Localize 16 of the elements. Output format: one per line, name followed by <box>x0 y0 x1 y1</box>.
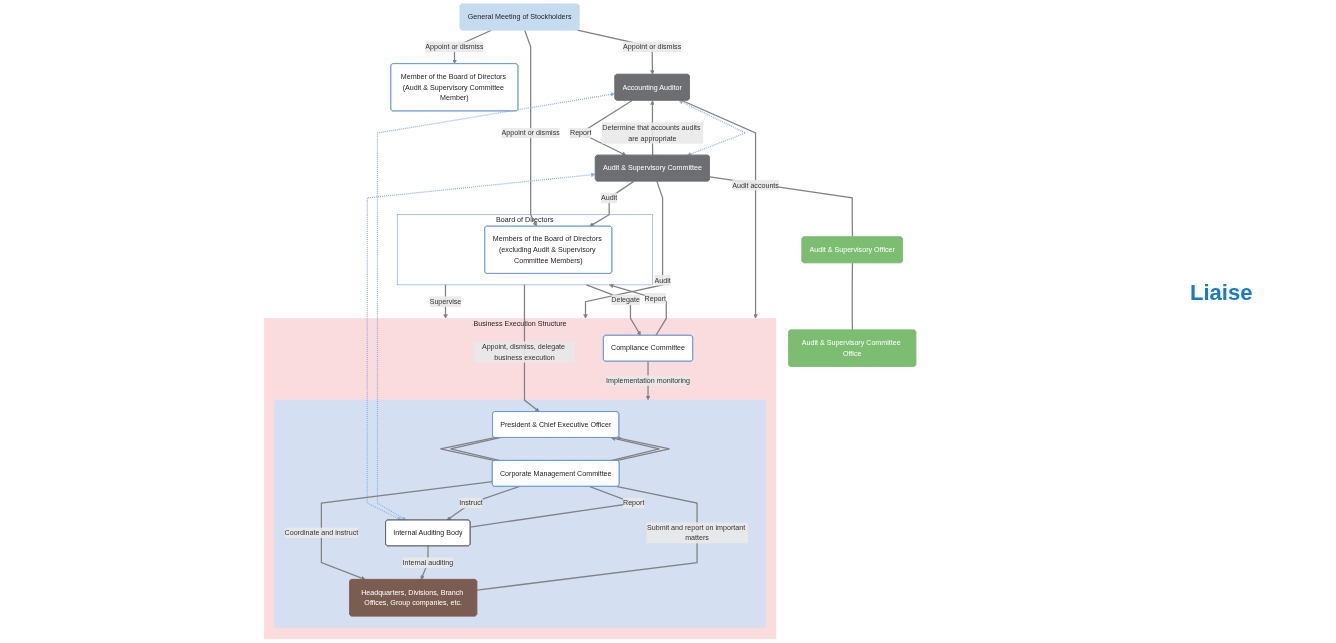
arrow <box>524 29 537 227</box>
arrow <box>610 436 660 462</box>
arrow <box>608 283 667 336</box>
arrow <box>376 92 616 521</box>
arrow <box>589 180 635 227</box>
connector <box>476 485 698 591</box>
arrow <box>446 485 520 521</box>
arrow <box>585 284 641 336</box>
arrow <box>615 436 671 462</box>
arrow <box>678 100 747 156</box>
connector <box>851 262 854 331</box>
cluster <box>274 399 766 628</box>
arrow <box>680 99 758 319</box>
note-text: Liaise <box>1190 280 1254 306</box>
arrow <box>366 172 596 521</box>
arrow <box>583 180 664 319</box>
